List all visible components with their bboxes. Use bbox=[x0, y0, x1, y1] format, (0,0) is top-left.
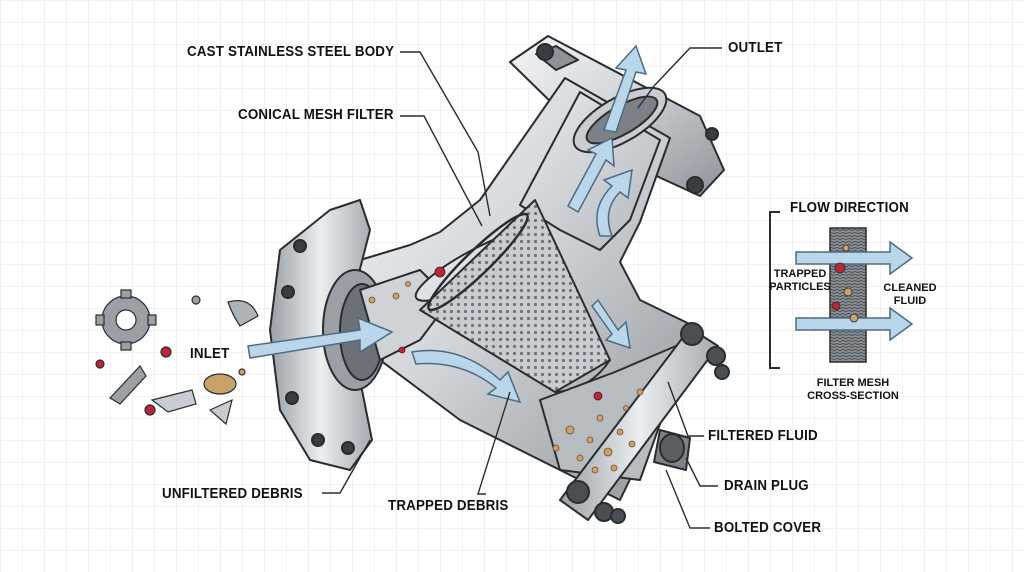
drain-plug bbox=[653, 429, 691, 471]
label-filtered-fluid: FILTERED FLUID bbox=[708, 428, 818, 444]
flow-arrow-down bbox=[591, 298, 631, 350]
inset-label-cleaned-fluid: CLEANED FLUID bbox=[878, 282, 942, 308]
inset-trapped-line1: TRAPPED bbox=[773, 268, 827, 280]
inlet-arrow bbox=[247, 316, 394, 359]
inset-caption-filter-mesh: FILTER MESH CROSS-SECTION bbox=[798, 377, 908, 403]
inset-caption-line1: FILTER MESH bbox=[816, 377, 890, 389]
flow-arrow-lower bbox=[411, 349, 522, 404]
conical-mesh-filter bbox=[414, 199, 611, 393]
inset-flow-arrow-bottom bbox=[795, 306, 914, 342]
inset-title: FLOW DIRECTION bbox=[790, 200, 909, 216]
leader-lines bbox=[322, 47, 722, 529]
label-outlet: OUTLET bbox=[728, 40, 783, 56]
unfiltered-debris-cluster bbox=[95, 289, 259, 426]
inset-caption-line2: CROSS-SECTION bbox=[807, 390, 899, 402]
label-inlet: INLET bbox=[190, 346, 230, 362]
label-cast-stainless-steel-body: CAST STAINLESS STEEL BODY bbox=[187, 44, 395, 60]
label-conical-mesh-filter: CONICAL MESH FILTER bbox=[238, 107, 394, 123]
inset-label-trapped-particles: TRAPPED PARTICLES bbox=[768, 268, 832, 294]
label-drain-plug: DRAIN PLUG bbox=[724, 478, 809, 494]
bolted-cover-plate bbox=[559, 322, 730, 524]
flow-arrow-up-1 bbox=[596, 168, 633, 237]
flow-direction-inset bbox=[769, 211, 914, 369]
trapped-debris-particles bbox=[368, 266, 644, 474]
label-trapped-debris: TRAPPED DEBRIS bbox=[388, 498, 509, 514]
flow-arrows bbox=[247, 44, 648, 404]
outlet-arrow bbox=[602, 44, 648, 133]
gear-debris bbox=[95, 289, 157, 351]
label-bolted-cover: BOLTED COVER bbox=[714, 520, 822, 536]
inset-flow-arrow-top bbox=[795, 240, 914, 276]
flow-arrow-up-2 bbox=[567, 136, 615, 214]
inset-cleaned-line2: FLUID bbox=[893, 295, 927, 307]
label-unfiltered-debris: UNFILTERED DEBRIS bbox=[162, 486, 303, 502]
inset-cleaned-line1: CLEANED bbox=[883, 282, 937, 294]
inset-trapped-line2: PARTICLES bbox=[769, 281, 831, 293]
